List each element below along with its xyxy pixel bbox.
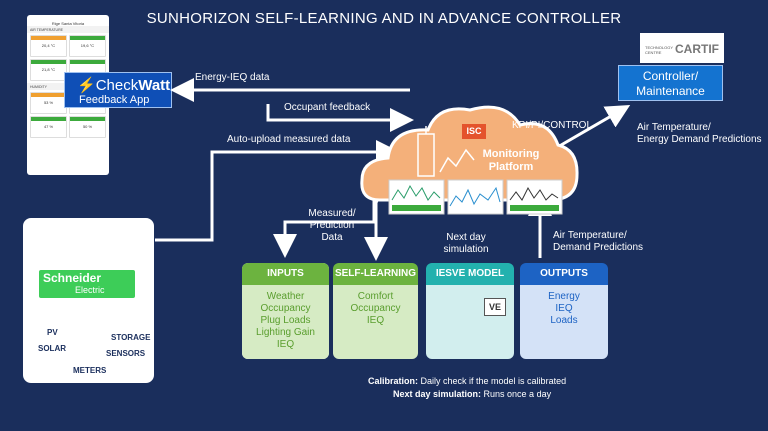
inputs-box: INPUTS Weather Occupancy Plug Loads Ligh…	[242, 263, 329, 359]
iesve-model-box: IESVE MODEL	[426, 263, 514, 359]
label-air-temperature-1: Air Temperature/	[637, 122, 711, 133]
label-auto-upload: Auto-upload measured data	[227, 134, 351, 145]
phone-card: 50 %	[69, 116, 106, 138]
label-sensors: SENSORS	[106, 349, 146, 358]
inputs-list: Weather Occupancy Plug Loads Lighting Ga…	[242, 285, 329, 359]
outputs-box: OUTPUTS Energy IEQ Loads	[520, 263, 608, 359]
label-occupant-feedback: Occupant feedback	[284, 102, 371, 113]
label-demand-predictions: Demand Predictions	[553, 242, 644, 253]
schneider-electric-panel: Schneider Electric PV SOLAR STORAGE SENS…	[23, 218, 154, 383]
label-pv: PV	[47, 328, 58, 337]
cartif-logo: TECHNOLOGY CENTRE CARTIF	[640, 33, 724, 63]
label-energy-demand: Energy Demand Predictions	[637, 134, 762, 145]
phone-card: 21,8 °C	[30, 59, 67, 81]
label-storage: STORAGE	[111, 333, 151, 342]
self-learning-title: SELF-LEARNING	[333, 263, 418, 285]
lightning-icon: ⚡	[77, 77, 96, 94]
checkwatt-feedback-app: ⚡CheckWatt Feedback App	[64, 72, 172, 108]
diagram-title: SUNHORIZON SELF-LEARNING AND IN ADVANCE …	[146, 10, 622, 27]
label-solar: SOLAR	[38, 344, 66, 353]
label-kpi-control: KPI/PI/CONTROL	[512, 120, 593, 131]
dashboard-screenshot	[447, 179, 504, 215]
isc-badge: ISC	[462, 124, 486, 139]
self-learning-box: SELF-LEARNING Comfort Occupancy IEQ	[333, 263, 418, 359]
self-learning-list: Comfort Occupancy IEQ	[333, 285, 418, 359]
checkwatt-logo: ⚡CheckWatt	[77, 77, 171, 94]
checkwatt-subtitle: Feedback App	[79, 94, 150, 106]
phone-card: 47 %	[30, 116, 67, 138]
iesve-title: IESVE MODEL	[426, 263, 514, 285]
inputs-title: INPUTS	[242, 263, 329, 285]
label-energy-ieq: Energy-IEQ data	[195, 72, 270, 83]
outputs-title: OUTPUTS	[520, 263, 608, 285]
phone-card: 19,6 °C	[69, 35, 106, 57]
phone-card: 20,4 °C	[30, 35, 67, 57]
label-meters: METERS	[73, 366, 107, 375]
outputs-list: Energy IEQ Loads	[520, 285, 608, 359]
label-air-temperature-2: Air Temperature/	[553, 230, 627, 241]
phone-section-air-temperature: AIR TEMPERATURE	[27, 26, 109, 33]
phone-header: Rige Santa Vitoria	[51, 21, 85, 26]
arrow-auto-upload	[155, 140, 400, 242]
calibration-notes: Calibration: Daily check if the model is…	[368, 376, 567, 399]
graph-icon	[439, 148, 475, 173]
controller-maintenance-box: Controller/ Maintenance	[618, 65, 723, 101]
arrow-kpi-control	[534, 104, 631, 168]
schneider-logo: Schneider Electric	[39, 270, 135, 298]
ve-badge: VE	[484, 298, 506, 316]
arrow-occupant-feedback	[266, 104, 414, 132]
